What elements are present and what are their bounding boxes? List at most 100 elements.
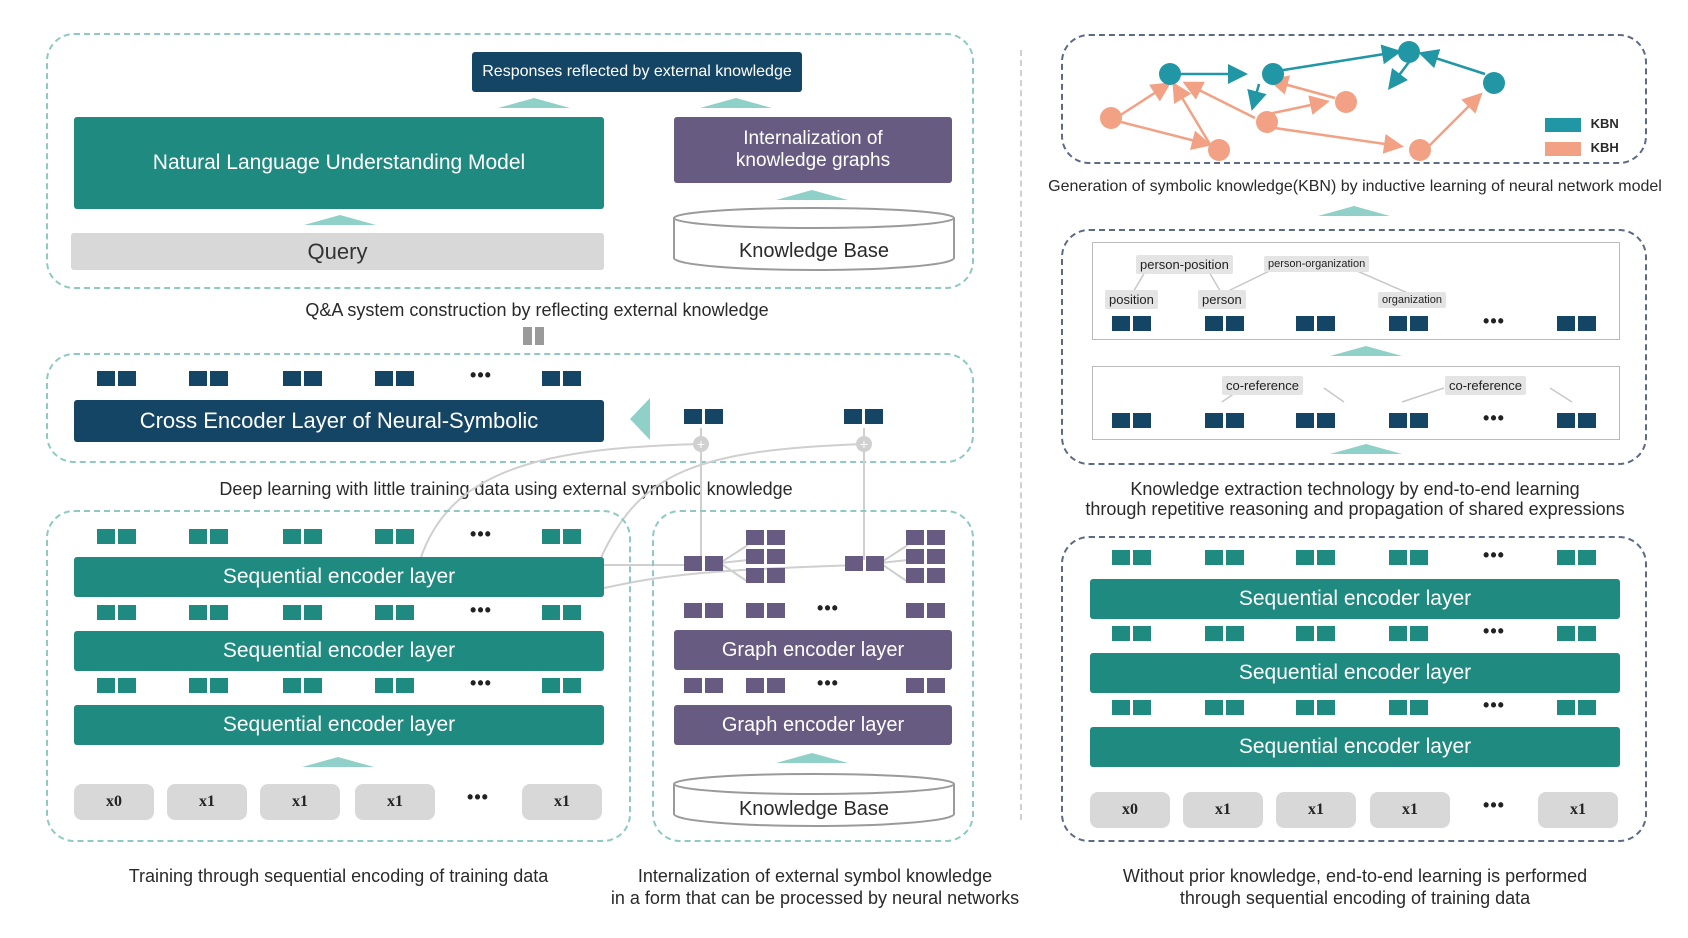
graph-neighbor-stack: [906, 530, 945, 583]
ellipsis: •••: [1483, 408, 1505, 428]
seq-token-row-top: •••: [97, 524, 607, 545]
token: [542, 605, 581, 620]
cross-caption: Deep learning with little training data …: [219, 479, 793, 499]
token: [97, 529, 136, 544]
token: [542, 529, 581, 544]
ellipsis: •••: [817, 598, 839, 618]
coreference-tag: co-reference: [1445, 376, 1526, 395]
sequential-encoder-layer: Sequential encoder layer: [74, 705, 604, 745]
sequential-panel: [46, 510, 631, 842]
seq-token-row: •••: [97, 600, 607, 621]
entity-tag: person: [1198, 290, 1246, 309]
token: [375, 678, 414, 693]
token: [283, 605, 322, 620]
token: [1112, 550, 1151, 565]
token: [1205, 700, 1244, 715]
graph-node-token: [684, 556, 723, 571]
sequential-encoder-layer: Sequential encoder layer: [74, 631, 604, 671]
graph-neighbor-stack: [746, 530, 785, 583]
token: [1112, 413, 1151, 428]
token: [1205, 413, 1244, 428]
token: [1389, 626, 1428, 641]
token: [1557, 316, 1596, 331]
graph-caption-line2: in a form that can be processed by neura…: [610, 888, 1020, 908]
token: [189, 605, 228, 620]
e2e-token-row: •••: [1112, 695, 1612, 716]
token: [1112, 316, 1151, 331]
e2e-panel: [1061, 536, 1647, 842]
input-token: x1: [355, 784, 435, 820]
input-token: x0: [1090, 792, 1170, 828]
entity-tag: organization: [1378, 292, 1446, 308]
input-token: x1: [260, 784, 340, 820]
token: [1557, 700, 1596, 715]
input-token: x0: [74, 784, 154, 820]
legend-kbh-label: KBH: [1590, 140, 1619, 155]
kbn-swatch: [1545, 117, 1581, 132]
token: [1389, 550, 1428, 565]
token: [1205, 626, 1244, 641]
kbn-caption: Generation of symbolic knowledge(KBN) by…: [1048, 178, 1662, 195]
input-token: x1: [1370, 792, 1450, 828]
e2e-token-row-top: •••: [1112, 545, 1612, 566]
input-label: x1: [1570, 801, 1586, 818]
token: [1557, 626, 1596, 641]
sequential-caption: Training through sequential encoding of …: [128, 866, 549, 886]
arrow-up: [1318, 206, 1390, 216]
coreference-panel: [1092, 366, 1620, 440]
symbolic-token: [844, 409, 883, 424]
extraction-caption-line2: through repetitive reasoning and propaga…: [1085, 499, 1625, 519]
knowledge-base-cylinder: [673, 207, 955, 271]
ellipsis: •••: [467, 787, 489, 807]
graph-node-token: [845, 556, 884, 571]
arrow-up: [700, 98, 772, 108]
relation-tag: person-organization: [1264, 256, 1370, 272]
entity-tag: position: [1105, 290, 1158, 309]
graph-panel: [652, 510, 974, 842]
ellipsis: •••: [1483, 545, 1505, 565]
qa-caption: Q&A system construction by reflecting ex…: [305, 300, 769, 320]
seq-token-row: •••: [97, 673, 607, 694]
qa-panel: [46, 33, 974, 289]
token: [1112, 626, 1151, 641]
token: [684, 678, 723, 693]
token: [1296, 626, 1335, 641]
graph-encoder-layer: Graph encoder layer: [674, 705, 952, 745]
token: [97, 370, 136, 386]
left-arrow-icon: [630, 398, 650, 440]
knowledge-graph: [1100, 41, 1505, 161]
extraction-caption-line1: Knowledge extraction technology by end-t…: [1130, 479, 1580, 499]
ellipsis: •••: [1483, 795, 1505, 815]
token: [189, 370, 228, 386]
token: [1205, 316, 1244, 331]
token: [1557, 550, 1596, 565]
token: [746, 603, 785, 618]
arrow-up: [304, 215, 376, 225]
internalization-box: Internalization of knowledge graphs: [674, 117, 952, 183]
token: [542, 370, 581, 386]
token: [1557, 413, 1596, 428]
token: [375, 605, 414, 620]
token: [1389, 316, 1428, 331]
extraction-token-row: •••: [1112, 311, 1612, 332]
ellipsis: •••: [1483, 695, 1505, 715]
input-label: x1: [554, 793, 570, 810]
sequential-encoder-layer: Sequential encoder layer: [74, 557, 604, 597]
arrow-up: [302, 757, 374, 767]
input-token: x1: [1538, 792, 1618, 828]
token: [283, 529, 322, 544]
token: [1205, 550, 1244, 565]
svg-text:+: +: [697, 436, 705, 452]
token: [189, 678, 228, 693]
legend-kbn: KBN: [1545, 116, 1619, 132]
symbolic-token: [684, 409, 723, 424]
ellipsis: •••: [470, 365, 492, 385]
ellipsis: •••: [470, 524, 492, 544]
ellipsis: •••: [1483, 311, 1505, 331]
input-token: x1: [1276, 792, 1356, 828]
token: [1389, 700, 1428, 715]
kbn-panel: [1061, 34, 1647, 164]
ellipsis: •••: [817, 673, 839, 693]
extraction-panel: [1061, 229, 1647, 465]
